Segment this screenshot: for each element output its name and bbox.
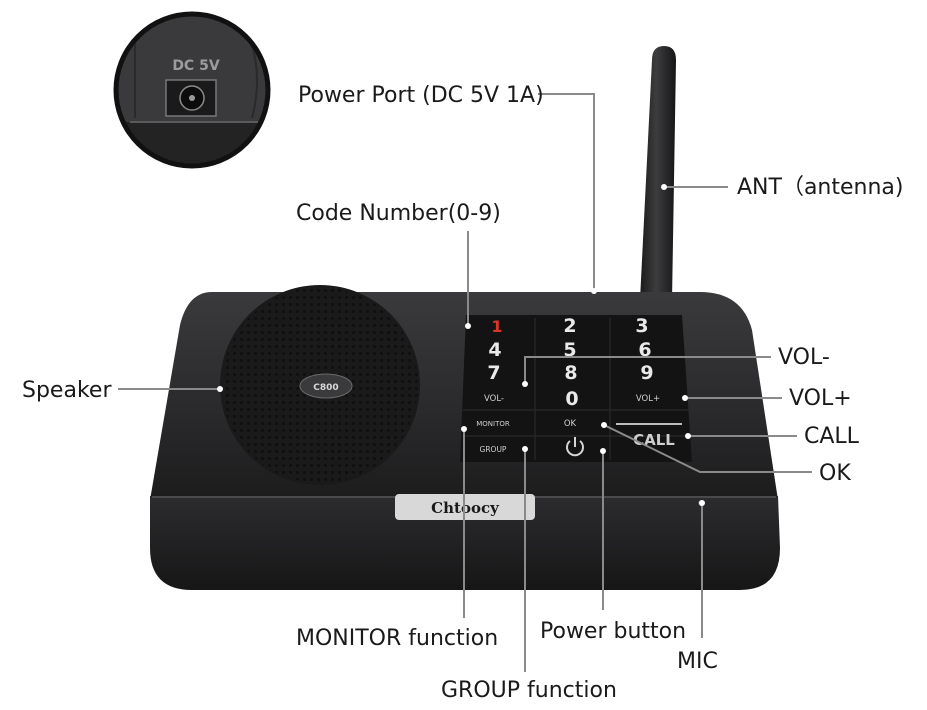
key-4[interactable]: 4 xyxy=(488,339,501,361)
label-vol-minus: VOL- xyxy=(778,345,830,370)
key-1[interactable]: 1 xyxy=(491,317,502,336)
label-antenna: ANT（antenna) xyxy=(737,175,903,200)
label-code-number: Code Number(0-9) xyxy=(296,201,501,226)
key-9[interactable]: 9 xyxy=(640,362,653,384)
key-vol-minus[interactable]: VOL- xyxy=(484,394,504,404)
key-ok[interactable]: OK xyxy=(564,419,577,429)
label-call: CALL xyxy=(804,424,860,449)
key-7[interactable]: 7 xyxy=(487,362,500,384)
key-call[interactable]: CALL xyxy=(633,431,675,449)
key-2[interactable]: 2 xyxy=(563,315,576,337)
power-icon[interactable] xyxy=(566,437,584,457)
label-mic: MIC xyxy=(677,649,718,674)
port-label: DC 5V xyxy=(172,58,220,74)
key-8[interactable]: 8 xyxy=(564,362,577,384)
key-group[interactable]: GROUP xyxy=(480,445,507,454)
antenna xyxy=(640,46,676,300)
speaker-grille: C800 xyxy=(220,285,420,485)
label-power-button: Power button xyxy=(540,619,686,644)
leader-dots xyxy=(217,184,705,506)
speaker-badge xyxy=(299,373,353,399)
label-monitor: MONITOR function xyxy=(296,626,498,651)
brand-name: Chtoocy xyxy=(431,499,500,517)
label-group: GROUP function xyxy=(441,678,617,703)
leader-lines xyxy=(118,93,812,672)
key-0[interactable]: 0 xyxy=(565,388,578,410)
key-6[interactable]: 6 xyxy=(638,339,651,361)
label-speaker: Speaker xyxy=(22,378,112,403)
callout-labels: Power Port (DC 5V 1A) ANT（antenna) Code … xyxy=(22,83,903,703)
label-ok: OK xyxy=(819,461,851,486)
key-5[interactable]: 5 xyxy=(563,339,576,361)
key-3[interactable]: 3 xyxy=(635,315,648,337)
speaker-badge-text: C800 xyxy=(313,383,338,393)
label-vol-plus: VOL+ xyxy=(789,386,852,411)
power-port-inset: DC 5V xyxy=(113,11,271,169)
label-power-port: Power Port (DC 5V 1A) xyxy=(298,83,544,108)
key-vol-plus[interactable]: VOL+ xyxy=(636,394,660,404)
keypad: 1 2 3 4 5 6 7 8 9 VOL- 0 VOL+ MONITOR OK… xyxy=(460,315,692,462)
key-monitor[interactable]: MONITOR xyxy=(476,420,510,428)
